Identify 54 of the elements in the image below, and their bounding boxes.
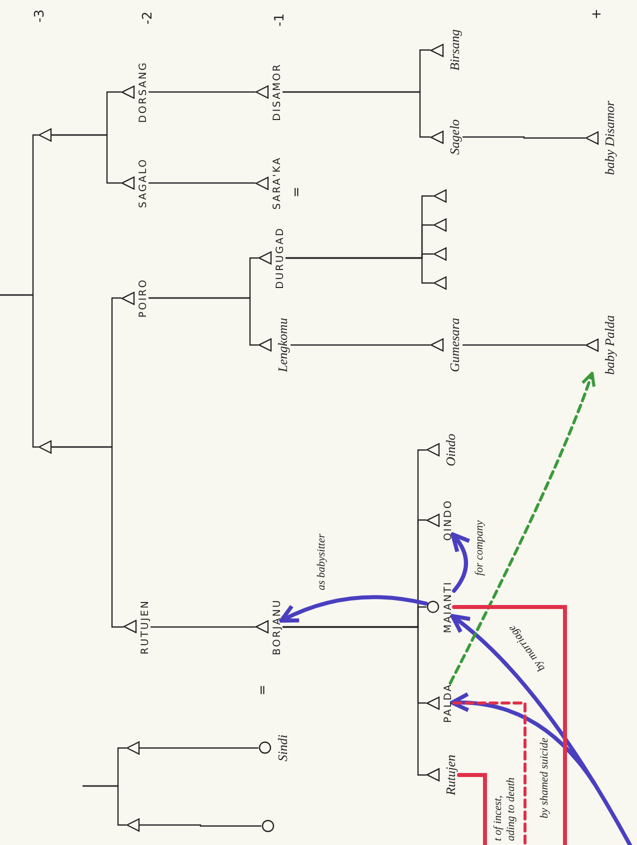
descent-line	[139, 824, 262, 827]
person-name: SARA'KA	[272, 156, 283, 210]
descent-line	[139, 747, 259, 749]
edge-label: by shamed suicide	[538, 738, 552, 818]
descent-line	[51, 134, 122, 184]
marriage-sign: =	[256, 684, 270, 696]
person-name: SAGALO	[138, 158, 149, 208]
annotation-line	[452, 702, 526, 845]
person-name: MAIANTI	[443, 580, 454, 634]
person-name: DURUGAD	[275, 226, 286, 290]
person-name: Birsang	[447, 29, 463, 71]
person-name: POIRO	[138, 278, 149, 318]
person-name: DISAMOR	[272, 63, 283, 121]
descent-line	[0, 294, 39, 448]
arrow	[279, 595, 428, 623]
person-name: Gumesara	[447, 318, 463, 372]
person-name: Lengkomu	[275, 318, 291, 372]
descent-line	[148, 297, 259, 346]
descent-line	[82, 785, 127, 826]
annotation-text: t of incest, ading to death	[492, 776, 518, 841]
arrow	[450, 692, 596, 785]
marriage-sign: =	[290, 186, 304, 198]
descent-line	[282, 91, 431, 138]
edge-label: as babysitter	[316, 534, 328, 590]
person-name: OINDO	[443, 499, 454, 541]
person-name: Rutujen	[443, 754, 459, 796]
arrow	[448, 372, 596, 685]
descent-line	[282, 626, 427, 776]
person-name: BORJANU	[272, 598, 283, 656]
generation-label: -2	[140, 12, 156, 24]
descent-line	[462, 344, 586, 346]
generation-label: +	[590, 8, 604, 20]
person-name: baby Palda	[602, 315, 618, 375]
descent-line	[462, 136, 586, 139]
annotation-line	[457, 773, 487, 845]
descent-line	[290, 344, 431, 346]
person-name: Sindi	[275, 734, 291, 762]
descent-line	[51, 446, 124, 628]
person-name: Oindo	[443, 434, 459, 466]
annotation-line	[452, 605, 567, 845]
person-name: Sagelo	[447, 119, 463, 155]
descent-line	[148, 182, 256, 184]
person-name: baby Disamor	[602, 100, 618, 176]
person-name: RUTUJEN	[140, 600, 151, 654]
edge-label: for company	[474, 520, 486, 576]
descent-line	[148, 91, 256, 93]
descent-line	[150, 626, 256, 628]
descent-line	[285, 257, 434, 284]
generation-label: -1	[272, 14, 288, 26]
person-name: PALDA	[443, 683, 454, 723]
arrow	[450, 614, 632, 845]
generation-label: -3	[32, 10, 48, 22]
arrow	[450, 532, 472, 593]
person-name: DORSANG	[138, 61, 149, 123]
